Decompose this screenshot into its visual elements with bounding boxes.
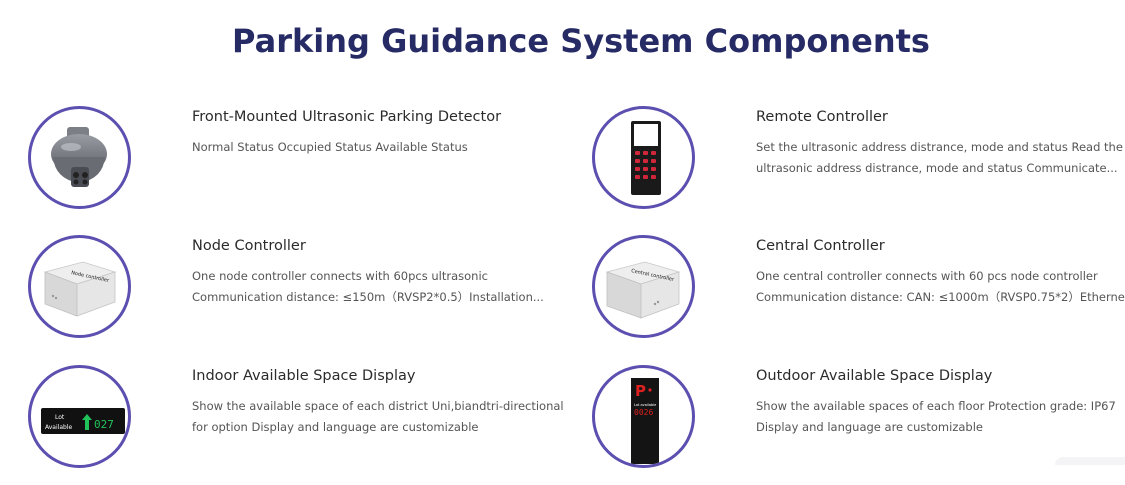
component-description: One node controller connects with 60pcs … xyxy=(192,269,544,304)
ultrasonic-detector-icon xyxy=(51,127,107,187)
display-lot-text: Lot xyxy=(55,414,65,421)
outdoor-display-icon: P Lot available 0026 xyxy=(631,378,659,464)
component-card-indoor-display[interactable]: Lot Available 027 Indoor Available Space… xyxy=(28,365,588,485)
component-card-central-controller[interactable]: Central controller Central Controller On… xyxy=(592,235,1125,355)
component-title[interactable]: Central Controller xyxy=(756,238,885,254)
display-available-text: Available xyxy=(45,424,72,431)
page-title: Parking Guidance System Components xyxy=(232,22,930,60)
central-controller-icon: Central controller xyxy=(605,261,681,319)
indoor-display-image: Lot Available 027 xyxy=(28,365,131,468)
ultrasonic-detector-image xyxy=(28,106,131,209)
component-description: One central controller connects with 60 … xyxy=(756,269,1125,304)
component-title[interactable]: Remote Controller xyxy=(756,109,888,125)
component-card-node-controller[interactable]: Node controller Node Controller One node… xyxy=(28,235,588,355)
node-controller-icon: Node controller xyxy=(43,261,117,317)
up-arrow-icon xyxy=(82,414,92,430)
remote-controller-icon xyxy=(631,121,661,195)
component-description: Set the ultrasonic address distrance, mo… xyxy=(756,140,1123,175)
display-lot-available-text: Lot available xyxy=(634,403,656,407)
outdoor-display-image: P Lot available 0026 xyxy=(592,365,695,468)
node-controller-image: Node controller xyxy=(28,235,131,338)
component-description: Normal Status Occupied Status Available … xyxy=(192,140,468,154)
component-title[interactable]: Node Controller xyxy=(192,238,306,254)
component-title[interactable]: Indoor Available Space Display xyxy=(192,368,416,384)
display-count: 027 xyxy=(94,418,114,431)
remote-controller-image xyxy=(592,106,695,209)
component-card-outdoor-display[interactable]: P Lot available 0026 Outdoor Available S… xyxy=(592,365,1125,485)
display-count: 0026 xyxy=(634,408,653,417)
component-description: Show the available spaces of each floor … xyxy=(756,399,1116,434)
component-description: Show the available space of each distric… xyxy=(192,399,564,434)
component-card-ultrasonic-detector[interactable]: Front-Mounted Ultrasonic Parking Detecto… xyxy=(28,106,588,226)
component-card-remote-controller[interactable]: Remote Controller Set the ultrasonic add… xyxy=(592,106,1125,226)
central-controller-image: Central controller xyxy=(592,235,695,338)
indoor-display-icon: Lot Available 027 xyxy=(41,408,125,434)
component-title[interactable]: Front-Mounted Ultrasonic Parking Detecto… xyxy=(192,109,502,125)
component-title[interactable]: Outdoor Available Space Display xyxy=(756,368,993,384)
chat-widget-edge[interactable] xyxy=(1055,457,1125,465)
display-p-letter: P xyxy=(635,382,646,400)
